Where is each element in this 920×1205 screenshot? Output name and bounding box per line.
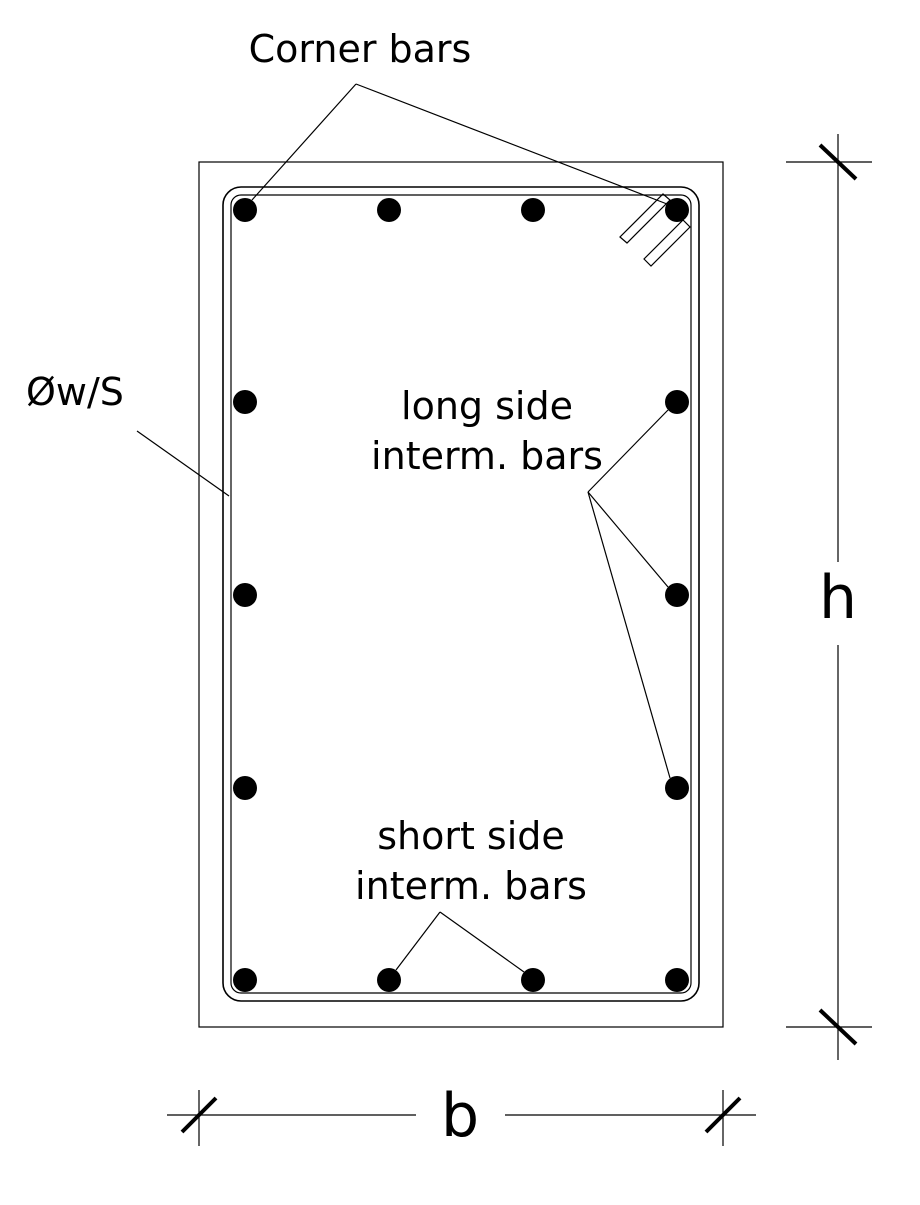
long-side-bar-right-3 <box>665 776 689 800</box>
long-side-bar-left-2 <box>233 583 257 607</box>
corner-bar-top-left <box>233 198 257 222</box>
leader-lines <box>136 83 671 973</box>
short-side-bar-top-2 <box>521 198 545 222</box>
short-side-bar-bottom-2 <box>521 968 545 992</box>
concrete-outline <box>198 161 724 1028</box>
long-side-bar-left-3 <box>233 776 257 800</box>
stirrup-inner <box>230 194 692 994</box>
long-side-bar-left-1 <box>233 390 257 414</box>
short-side-label-line1: short side <box>377 814 565 858</box>
width-dimension <box>167 1090 756 1146</box>
long-side-bar-right-2 <box>665 583 689 607</box>
long-side-label-line1: long side <box>401 384 573 428</box>
stirrup-hook <box>619 193 691 267</box>
stirrup-outer <box>222 186 700 1002</box>
corner-bars-label: Corner bars <box>249 27 472 71</box>
long-side-label-line2: interm. bars <box>371 434 603 478</box>
corner-bar-bottom-left <box>233 968 257 992</box>
short-side-label-line2: interm. bars <box>355 864 587 908</box>
height-label: h <box>819 563 857 633</box>
corner-bar-bottom-right <box>665 968 689 992</box>
width-label: b <box>441 1081 479 1151</box>
short-side-bar-bottom-1 <box>377 968 401 992</box>
long-side-bar-right-1 <box>665 390 689 414</box>
height-dimension <box>786 134 872 1060</box>
corner-bar-top-right <box>665 198 689 222</box>
short-side-bar-top-1 <box>377 198 401 222</box>
stirrup-label: Øw/S <box>26 370 124 414</box>
rebar-group <box>233 198 689 992</box>
